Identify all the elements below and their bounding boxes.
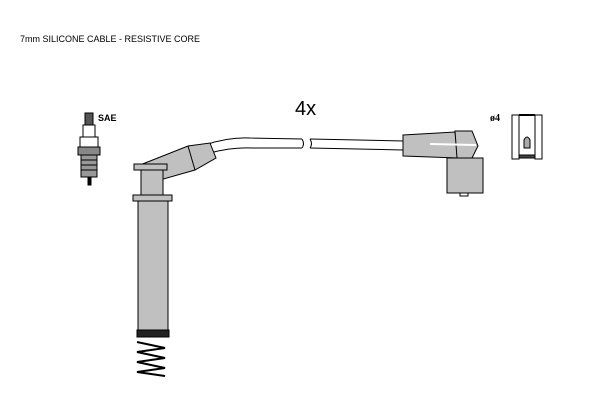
spark-plug-boot <box>132 142 217 377</box>
spark-plug-icon <box>77 112 101 186</box>
cable-spec-title: 7mm SILICONE CABLE - RESISTIVE CORE <box>20 34 201 44</box>
terminal-diameter-label: ø4 <box>490 113 500 124</box>
quantity-label: 4x <box>295 98 317 120</box>
plug-type-label: SAE <box>98 113 117 123</box>
distributor-boot <box>402 130 484 197</box>
terminal-detail <box>511 114 543 160</box>
cable <box>204 137 404 154</box>
